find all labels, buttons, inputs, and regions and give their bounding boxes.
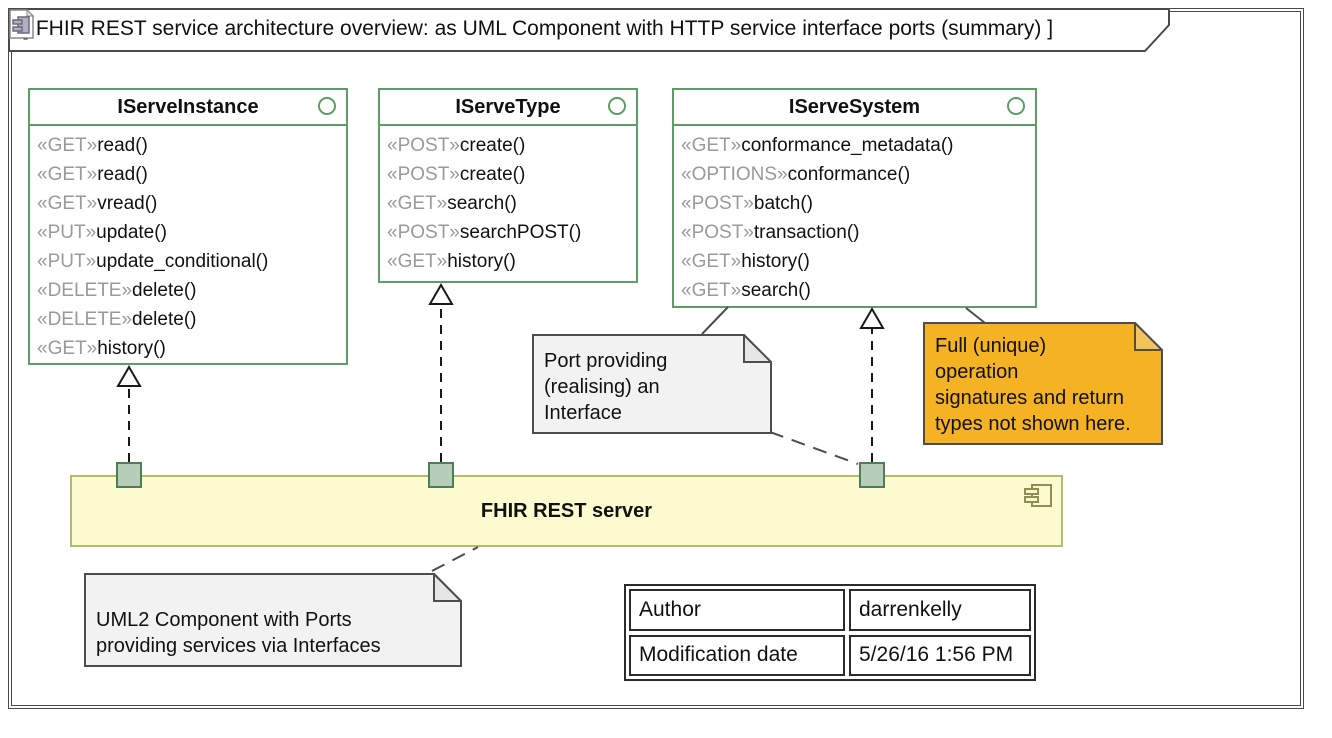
interface-name: IServeSystem [788,95,921,118]
operation-row: «OPTIONS»conformance() [681,164,911,185]
info-table-label-author: Author [629,589,845,631]
operation-row: «DELETE»delete() [37,309,197,330]
operation-row: «POST»batch() [681,193,814,214]
component-file-icon [9,8,35,39]
operation-row: «GET»read() [37,135,148,156]
operation-row: «GET»vread() [37,193,158,214]
operation-row: «POST»create() [387,135,526,156]
note-uml2-component: UML2 Component with Ports providing serv… [84,573,462,667]
note-shape [532,334,772,434]
info-table: Author darrenkelly Modification date 5/2… [624,584,1036,681]
interface-header-iservesystem: IServeSystem [674,90,1035,126]
note-text: Full (unique) operation signatures and r… [935,335,1131,435]
operation-row: «GET»conformance_metadata() [681,135,954,156]
interface-operations: «POST»create() «POST»create() «GET»searc… [380,126,636,276]
operation-row: «PUT»update() [37,222,167,243]
note-text: Port providing (realising) an Interface [544,350,668,424]
note-signatures: Full (unique) operation signatures and r… [923,322,1163,445]
port-iservesystem [859,462,885,488]
page-title: [ FHIR REST service architecture overvie… [8,8,1171,49]
operation-row: «GET»history() [37,338,166,359]
interface-header-iserveinstance: IServeInstance [30,90,346,126]
operation-row: «PUT»update_conditional() [37,251,269,272]
operation-row: «GET»search() [681,280,811,301]
operation-row: «POST»transaction() [681,222,860,243]
info-table-label-modification-date: Modification date [629,634,845,676]
interface-name: IServeType [455,95,561,118]
operation-row: «GET»read() [37,164,148,185]
component-label: FHIR REST server [480,499,653,522]
title-text: FHIR REST service architecture overview:… [35,16,1054,40]
component-icon [1024,484,1052,507]
operation-row: «GET»history() [387,251,516,272]
interface-operations: «GET»conformance_metadata() «OPTIONS»con… [674,126,1035,305]
note-shape [923,322,1163,445]
interface-name: IServeInstance [117,95,259,118]
operation-row: «POST»create() [387,164,526,185]
info-table-value-modification-date: 5/26/16 1:56 PM [849,634,1031,676]
note-port-providing: Port providing (realising) an Interface [532,334,772,434]
port-iservetype [428,462,454,488]
port-iserveinstance [116,462,142,488]
operation-row: «DELETE»delete() [37,280,197,301]
interface-operations: «GET»read() «GET»read() «GET»vread() «PU… [30,126,346,363]
interface-lollipop-icon [608,97,626,115]
note-shape [84,573,462,667]
operation-row: «GET»search() [387,193,517,214]
interface-box-iserveinstance: IServeInstance «GET»read() «GET»read() «… [28,88,348,365]
title-tab-shape [8,8,1170,52]
info-table-value-author: darrenkelly [849,589,1031,631]
diagram-title-tab: [ FHIR REST service architecture overvie… [8,8,1171,53]
interface-lollipop-icon [1007,97,1025,115]
interface-header-iservetype: IServeType [380,90,636,126]
note-text: UML2 Component with Ports providing serv… [96,609,381,657]
operation-row: «POST»searchPOST() [387,222,582,243]
interface-box-iservesystem: IServeSystem «GET»conformance_metadata()… [672,88,1037,308]
interface-lollipop-icon [318,97,336,115]
component-fhir-rest-server: FHIR REST server [70,475,1063,547]
operation-row: «GET»history() [681,251,810,272]
interface-box-iservetype: IServeType «POST»create() «POST»create()… [378,88,638,283]
